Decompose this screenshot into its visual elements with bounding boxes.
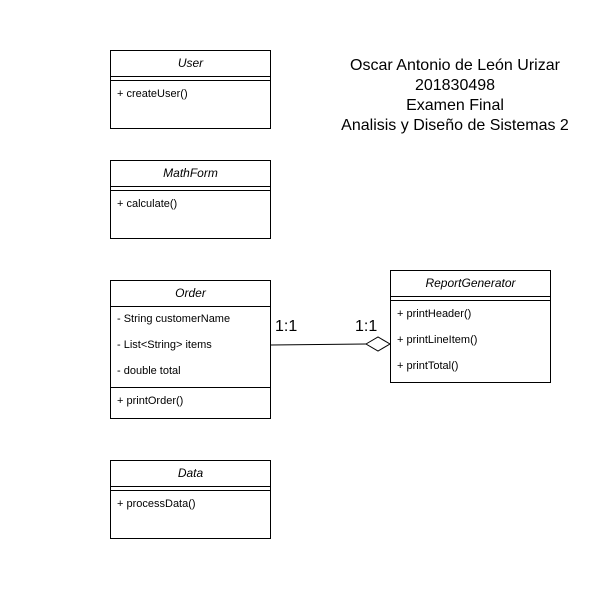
source-multiplicity-label: 1:1 bbox=[275, 318, 298, 335]
operation-compartment: + calculate() bbox=[111, 191, 270, 222]
course-name: Analisis y Diseño de Sistemas 2 bbox=[341, 117, 569, 134]
operation: + calculate() bbox=[117, 198, 178, 210]
operation: + printOrder() bbox=[117, 395, 184, 407]
operation-compartment: + printOrder() bbox=[111, 388, 270, 419]
operation: + createUser() bbox=[117, 88, 188, 100]
exam-title: Examen Final bbox=[406, 97, 504, 114]
operation: + printTotal() bbox=[397, 360, 459, 372]
operation: + printLineItem() bbox=[397, 334, 478, 346]
attribute-compartment bbox=[111, 77, 270, 81]
attribute: - String customerName bbox=[117, 313, 231, 325]
author-info: Oscar Antonio de León Urizar 201830498 E… bbox=[335, 56, 575, 136]
class-name: Order bbox=[111, 281, 270, 307]
class-name: MathForm bbox=[111, 161, 270, 187]
class-name: ReportGenerator bbox=[391, 271, 550, 297]
association-line bbox=[270, 343, 367, 346]
operation-compartment: + processData() bbox=[111, 491, 270, 522]
author-name: Oscar Antonio de León Urizar bbox=[350, 57, 560, 74]
attribute-compartment bbox=[391, 297, 550, 301]
operation-compartment: + printHeader() + printLineItem() + prin… bbox=[391, 301, 550, 384]
class-mathform[interactable]: MathForm + calculate() bbox=[110, 160, 271, 239]
operation-compartment: + createUser() bbox=[111, 81, 270, 112]
target-multiplicity-label: 1:1 bbox=[355, 318, 378, 335]
attribute-compartment bbox=[111, 187, 270, 191]
attribute-compartment: - String customerName - List<String> ite… bbox=[111, 307, 270, 388]
class-name: Data bbox=[111, 461, 270, 487]
class-user[interactable]: User + createUser() bbox=[110, 50, 271, 129]
attribute-compartment bbox=[111, 487, 270, 491]
class-name: User bbox=[111, 51, 270, 77]
student-id: 201830498 bbox=[414, 77, 496, 94]
operation: + printHeader() bbox=[397, 308, 472, 320]
attribute: - List<String> items bbox=[117, 339, 212, 351]
class-order[interactable]: Order - String customerName - List<Strin… bbox=[110, 280, 271, 419]
attribute: - double total bbox=[117, 365, 181, 377]
class-reportgenerator[interactable]: ReportGenerator + printHeader() + printL… bbox=[390, 270, 551, 383]
aggregation-diamond bbox=[365, 336, 391, 352]
operation: + processData() bbox=[117, 498, 196, 510]
class-data[interactable]: Data + processData() bbox=[110, 460, 271, 539]
